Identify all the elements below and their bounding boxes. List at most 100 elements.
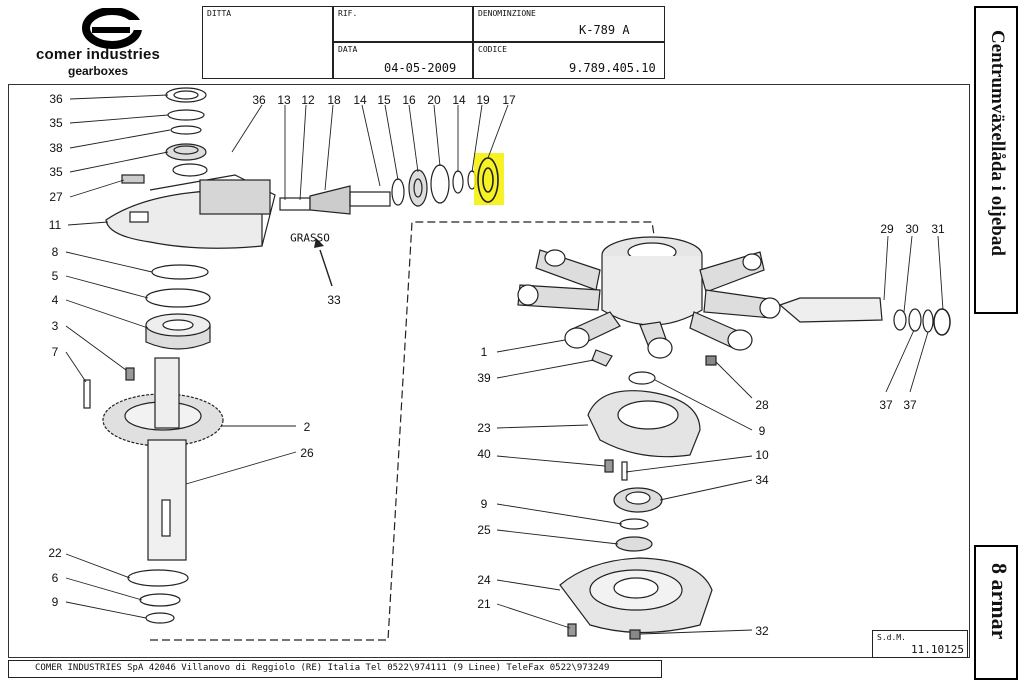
brand-subtitle: gearboxes: [68, 64, 129, 78]
pinion-shaft: [279, 157, 499, 215]
callout-8: 8: [51, 245, 59, 259]
ditta-label: DITTA: [207, 9, 232, 18]
callout-11: 11: [48, 218, 62, 232]
callout-36-top: 36: [252, 93, 266, 107]
callout-27: 27: [49, 190, 63, 204]
callout-23: 23: [477, 421, 491, 435]
callout-4: 4: [51, 293, 59, 307]
center-housing: [517, 236, 781, 359]
pin-7: [83, 379, 91, 409]
callout-9-mid: 9: [480, 497, 488, 511]
callout-19: 19: [476, 93, 490, 107]
codice-value: 9.789.405.10: [569, 61, 656, 75]
callout-39: 39: [477, 371, 491, 385]
callout-2: 2: [303, 420, 311, 434]
denominazione-label: DENOMINZIONE: [478, 9, 536, 18]
side-shaft: [778, 297, 951, 336]
callout-9-left: 9: [51, 595, 59, 609]
screw-21: [567, 623, 577, 637]
part-39: [591, 349, 613, 367]
bearing-4: [145, 313, 211, 350]
callout-34: 34: [755, 473, 769, 487]
ring-6: [139, 593, 181, 607]
callout-6: 6: [51, 571, 59, 585]
callout-31: 31: [931, 222, 945, 236]
oil-pan-23: [587, 390, 701, 458]
codice-cell: CODICE 9.789.405.10: [473, 42, 665, 79]
screw-40: [604, 459, 614, 473]
callout-28: 28: [755, 398, 769, 412]
footer-bar: COMER INDUSTRIES SpA 42046 Villanovo di …: [8, 660, 662, 678]
callout-25: 25: [477, 523, 491, 537]
ring-9: [145, 612, 175, 624]
denominazione-cell: DENOMINZIONE K-789 A: [473, 6, 665, 42]
ring-8: [151, 264, 209, 280]
key-part: [121, 174, 145, 184]
sdm-label: S.d.M.: [877, 633, 906, 642]
callout-12: 12: [301, 93, 315, 107]
data-value: 04-05-2009: [384, 61, 457, 75]
plug-32: [629, 629, 641, 640]
callout-9-right: 9: [758, 424, 766, 438]
callout-1: 1: [480, 345, 488, 359]
top-cover: [105, 174, 276, 249]
callout-15: 15: [377, 93, 391, 107]
snap-ring-5: [145, 288, 211, 308]
callout-29: 29: [880, 222, 894, 236]
callout-14-b: 14: [452, 93, 466, 107]
callout-16: 16: [402, 93, 416, 107]
ring-9b: [619, 518, 649, 530]
upper-bearing-stack: [165, 87, 208, 177]
data-cell: DATA 04-05-2009: [333, 42, 473, 79]
rif-label: RIF.: [338, 9, 358, 18]
ditta-cell: DITTA: [202, 6, 333, 79]
pin-10: [621, 461, 628, 481]
callout-30: 30: [905, 222, 919, 236]
seal-25: [615, 536, 653, 552]
bearing-34: [613, 487, 663, 513]
callout-5: 5: [51, 269, 59, 283]
callout-3: 3: [51, 319, 59, 333]
footer-text: COMER INDUSTRIES SpA 42046 Villanovo di …: [35, 663, 610, 673]
side-title-panel: Centrumväxellåda i oljebad: [974, 6, 1018, 314]
ring-gear: [102, 357, 224, 561]
callout-40: 40: [477, 447, 491, 461]
callout-35-b: 35: [49, 165, 63, 179]
callout-22: 22: [48, 546, 62, 560]
sdm-box: S.d.M. 11.10125: [872, 630, 968, 658]
callout-37-a: 37: [879, 398, 893, 412]
callout-32: 32: [755, 624, 769, 638]
callout-21: 21: [477, 597, 491, 611]
screw-3: [125, 367, 135, 381]
grasso-label: GRASSO: [290, 231, 330, 245]
callout-14-a: 14: [353, 93, 367, 107]
brand-block: comer industries gearboxes: [20, 6, 200, 78]
callout-37-b: 37: [903, 398, 917, 412]
sdm-value: 11.10125: [911, 643, 964, 656]
data-label: DATA: [338, 45, 358, 54]
callout-7: 7: [51, 345, 59, 359]
callout-18: 18: [327, 93, 341, 107]
callout-17: 17: [502, 93, 516, 107]
callout-33: 33: [327, 293, 341, 307]
brand-name: comer industries: [36, 46, 161, 63]
callout-38: 38: [49, 141, 63, 155]
codice-label: CODICE: [478, 45, 507, 54]
grasso-arrow: [314, 238, 333, 287]
callout-20: 20: [427, 93, 441, 107]
bottom-cover-24: [559, 557, 713, 634]
oring-9: [628, 371, 656, 385]
drawing-frame: [8, 84, 970, 658]
callout-10: 10: [755, 448, 769, 462]
side-subtitle: 8 armar: [987, 563, 1012, 640]
rif-cell: RIF.: [333, 6, 473, 42]
side-subtitle-panel: 8 armar: [974, 545, 1018, 680]
comer-logo-icon: [82, 8, 142, 49]
denominazione-value: K-789 A: [579, 23, 630, 37]
callout-36-left: 36: [49, 92, 63, 106]
highlight-marker: [474, 153, 504, 205]
side-title: Centrumväxellåda i oljebad: [987, 30, 1008, 256]
dashed-assembly-link: [150, 221, 655, 641]
callout-13: 13: [277, 93, 291, 107]
